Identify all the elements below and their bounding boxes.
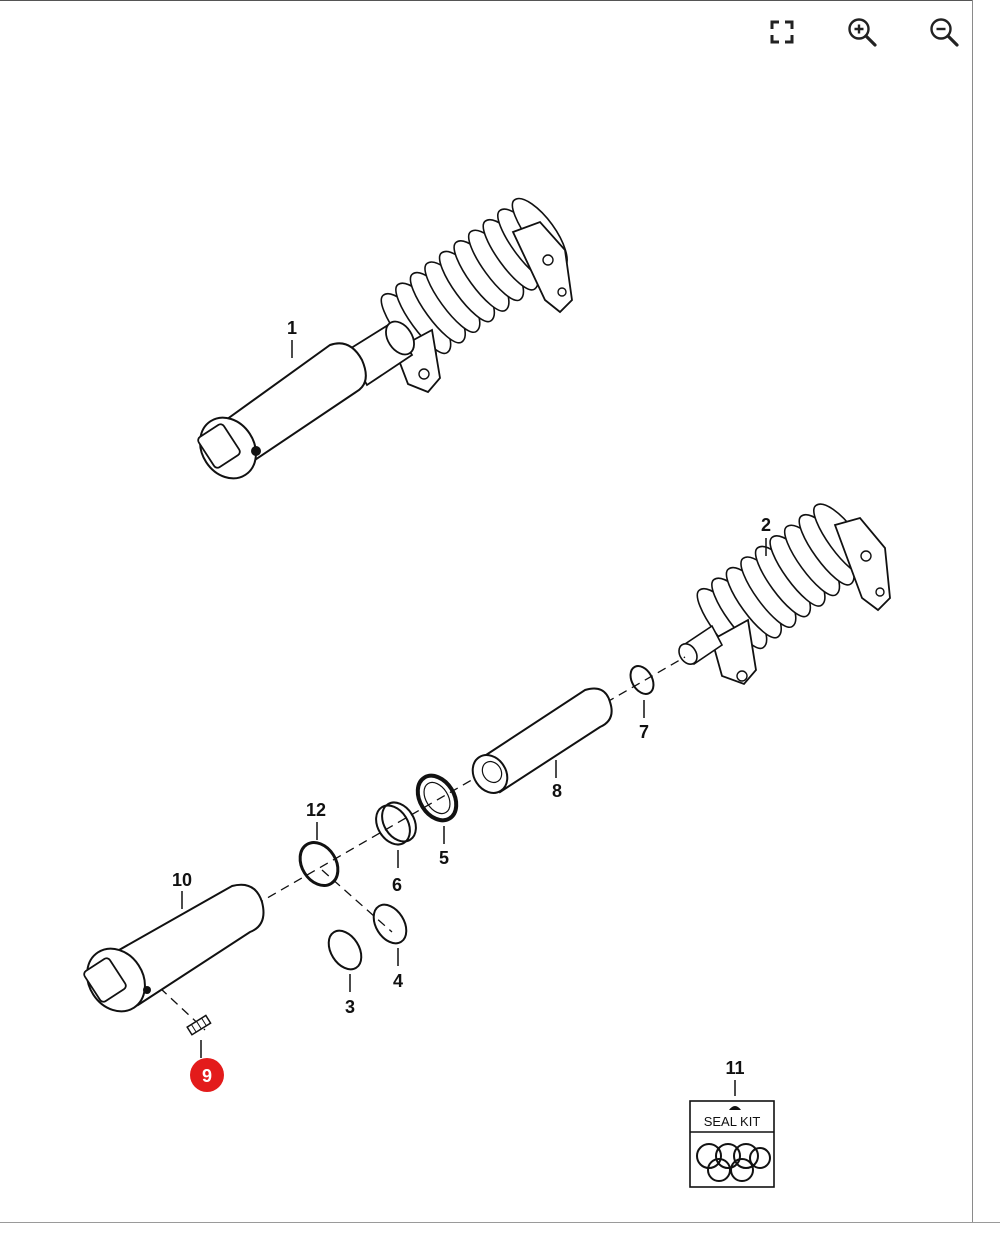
callout-2[interactable]: 2 (761, 515, 771, 535)
part-11-seal-kit[interactable]: 11 SEAL KIT (689, 1058, 775, 1188)
part-6-wear-ring[interactable]: 6 (369, 796, 423, 895)
selected-part-highlight (190, 1058, 224, 1092)
zoom-in-icon (848, 18, 877, 47)
callout-5[interactable]: 5 (439, 848, 449, 868)
part-8-rod[interactable]: 8 (466, 687, 613, 802)
part-12-o-ring[interactable]: 12 (292, 800, 345, 893)
part-2-recoil-spring[interactable]: 2 (675, 495, 891, 686)
callout-1[interactable]: 1 (287, 318, 297, 338)
callout-6[interactable]: 6 (392, 875, 402, 895)
callout-3[interactable]: 3 (345, 997, 355, 1017)
fullscreen-icon (770, 20, 794, 44)
fullscreen-button[interactable] (762, 12, 802, 52)
seal-kit-rings-icon (696, 1143, 771, 1182)
viewer-bottom-edge (0, 1222, 1000, 1223)
part-9-grease-fitting[interactable]: 9 (186, 1014, 224, 1092)
part-5-seal[interactable]: 5 (410, 769, 464, 868)
part-4-backup-ring[interactable]: 4 (367, 899, 413, 991)
part-3-o-ring[interactable]: 3 (322, 925, 368, 1017)
callout-4[interactable]: 4 (393, 971, 403, 991)
callout-12[interactable]: 12 (306, 800, 326, 820)
viewer-scrollbar-edge (972, 0, 973, 1222)
zoom-in-button[interactable] (842, 12, 882, 52)
part-10-cylinder[interactable]: 10 (75, 870, 265, 1022)
part-1-idler-cylinder-assembly[interactable]: 1 (189, 189, 578, 489)
callout-11[interactable]: 11 (725, 1058, 744, 1078)
diagram-toolbar (760, 12, 970, 52)
zoom-out-icon (930, 18, 959, 47)
part-7-o-ring[interactable]: 7 (626, 662, 658, 742)
zoom-out-button[interactable] (924, 12, 964, 52)
callout-9[interactable]: 9 (202, 1066, 212, 1086)
seal-kit-label: SEAL KIT (704, 1114, 761, 1129)
callout-10[interactable]: 10 (172, 870, 192, 890)
callout-8[interactable]: 8 (552, 781, 562, 801)
callout-7[interactable]: 7 (639, 722, 649, 742)
